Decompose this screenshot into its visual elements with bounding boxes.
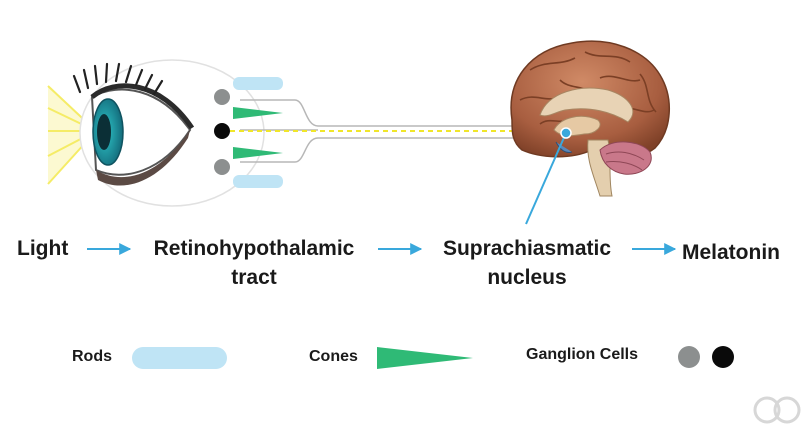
flow-step-melatonin: Melatonin bbox=[682, 241, 780, 264]
ganglion-cell-gray-bottom bbox=[214, 159, 230, 175]
legend-label-cones: Cones bbox=[309, 348, 358, 365]
watermark-logo-icon bbox=[753, 396, 801, 424]
scn-pointer-line bbox=[525, 132, 567, 225]
flow-step-light: Light bbox=[17, 237, 69, 260]
rod-cell-bottom bbox=[233, 175, 283, 188]
flow-step-suprachiasmatic-line1: Suprachiasmatic bbox=[442, 237, 612, 260]
flow-step-suprachiasmatic-line2: nucleus bbox=[487, 266, 567, 289]
legend-cone-swatch bbox=[377, 347, 473, 369]
legend-ganglion-gray-swatch bbox=[678, 346, 700, 368]
rod-cell-top bbox=[233, 77, 283, 90]
legend-ganglion-black-swatch bbox=[712, 346, 734, 368]
flow-step-retinohypothalamic-tract: Retinohypothalamic tract bbox=[134, 234, 374, 292]
flow-step-retinohypothalamic-line2: tract bbox=[231, 266, 277, 289]
ganglion-cell-gray-top bbox=[214, 89, 230, 105]
ganglion-cell-black bbox=[214, 123, 230, 139]
flow-step-retinohypothalamic-line1: Retinohypothalamic bbox=[153, 237, 355, 260]
cone-cell-top bbox=[233, 107, 283, 119]
legend-label-ganglion-cells: Ganglion Cells bbox=[526, 346, 639, 363]
light-rays bbox=[47, 85, 97, 185]
cone-cell-bottom bbox=[233, 147, 283, 159]
brain-icon bbox=[510, 40, 670, 197]
flow-step-suprachiasmatic-nucleus: Suprachiasmatic nucleus bbox=[424, 234, 630, 292]
optic-tract-lines bbox=[240, 99, 540, 163]
legend-rod-swatch bbox=[132, 347, 227, 369]
eye-icon bbox=[72, 62, 195, 186]
scn-marker bbox=[560, 127, 572, 139]
legend-label-rods: Rods bbox=[72, 348, 112, 365]
